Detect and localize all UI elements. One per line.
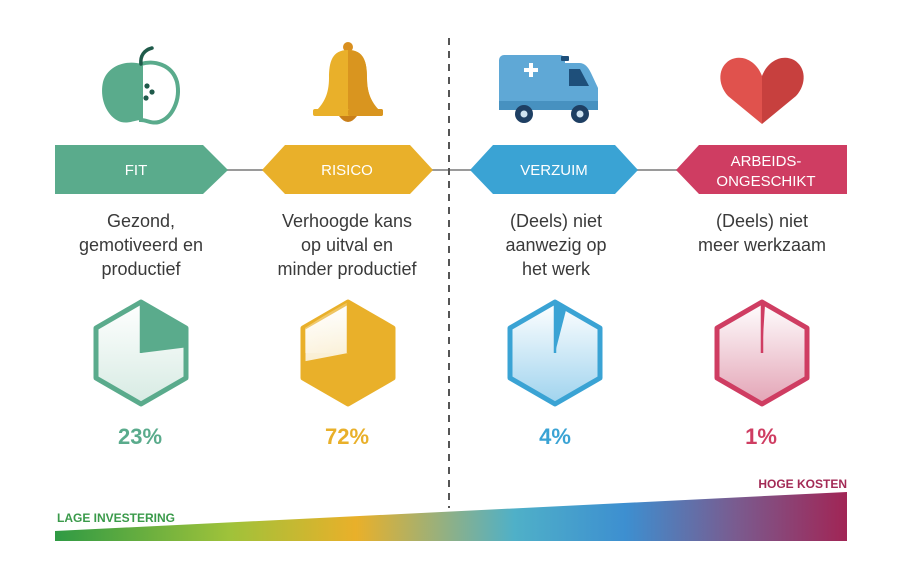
hex-gauge-verzuim <box>507 299 603 407</box>
stage-label-fit: FIT <box>55 145 228 194</box>
hex-gauge-fit <box>93 299 189 407</box>
description-line: aanwezig op <box>505 235 606 255</box>
axis-high-label: HOGE KOSTEN <box>758 477 847 491</box>
stage-description-fit: Gezond, gemotiveerd en productief <box>79 211 203 279</box>
percentage-verzuim: 4% <box>539 424 571 449</box>
ambulance-icon <box>499 55 598 123</box>
percentage-risico: 72% <box>325 424 369 449</box>
stage-label-arbeidsongeschikt-line-1: ARBEIDS- <box>731 153 802 170</box>
description-line: (Deels) niet <box>510 211 602 231</box>
stage-label-risico-text: RISICO <box>321 162 373 179</box>
description-line: Gezond, <box>107 211 175 231</box>
description-line: gemotiveerd en <box>79 235 203 255</box>
heart-icon <box>720 57 804 125</box>
stage-label-arbeidsongeschikt-line-2: ONGESCHIKT <box>716 173 815 190</box>
stage-description-verzuim: (Deels) niet aanwezig op het werk <box>505 211 606 279</box>
stage-description-arbeidsongeschikt: (Deels) niet meer werkzaam <box>698 211 826 255</box>
description-line: het werk <box>522 259 591 279</box>
hex-gauge-arbeidsongeschikt <box>714 299 810 407</box>
percentage-fit: 23% <box>118 424 162 449</box>
description-line: (Deels) niet <box>716 211 808 231</box>
description-line: productief <box>101 259 181 279</box>
description-line: op uitval en <box>301 235 393 255</box>
stage-label-verzuim-text: VERZUIM <box>520 162 588 179</box>
stage-label-fit-text: FIT <box>125 162 148 179</box>
hex-gauge-arbeidsongeschikt-sector <box>762 302 768 353</box>
cost-investment-wedge <box>55 492 847 541</box>
description-line: Verhoogde kans <box>282 211 412 231</box>
hex-gauge-fit-sector <box>141 302 186 353</box>
stage-label-risico: RISICO <box>262 145 433 194</box>
hex-gauge-risico <box>300 299 396 407</box>
stage-description-risico: Verhoogde kans op uitval en minder produ… <box>277 211 417 279</box>
axis-low-label: LAGE INVESTERING <box>57 511 175 525</box>
description-line: minder productief <box>277 259 417 279</box>
percentage-arbeidsongeschikt: 1% <box>745 424 777 449</box>
hex-gauge-verzuim-sector <box>555 302 575 353</box>
hex-gauge-risico-glare <box>305 302 348 353</box>
bell-icon <box>313 42 383 122</box>
description-line: meer werkzaam <box>698 235 826 255</box>
stage-label-verzuim: VERZUIM <box>470 145 638 194</box>
stage-label-arbeidsongeschikt: ARBEIDS- ONGESCHIKT <box>676 145 847 194</box>
apple-icon <box>102 46 180 125</box>
